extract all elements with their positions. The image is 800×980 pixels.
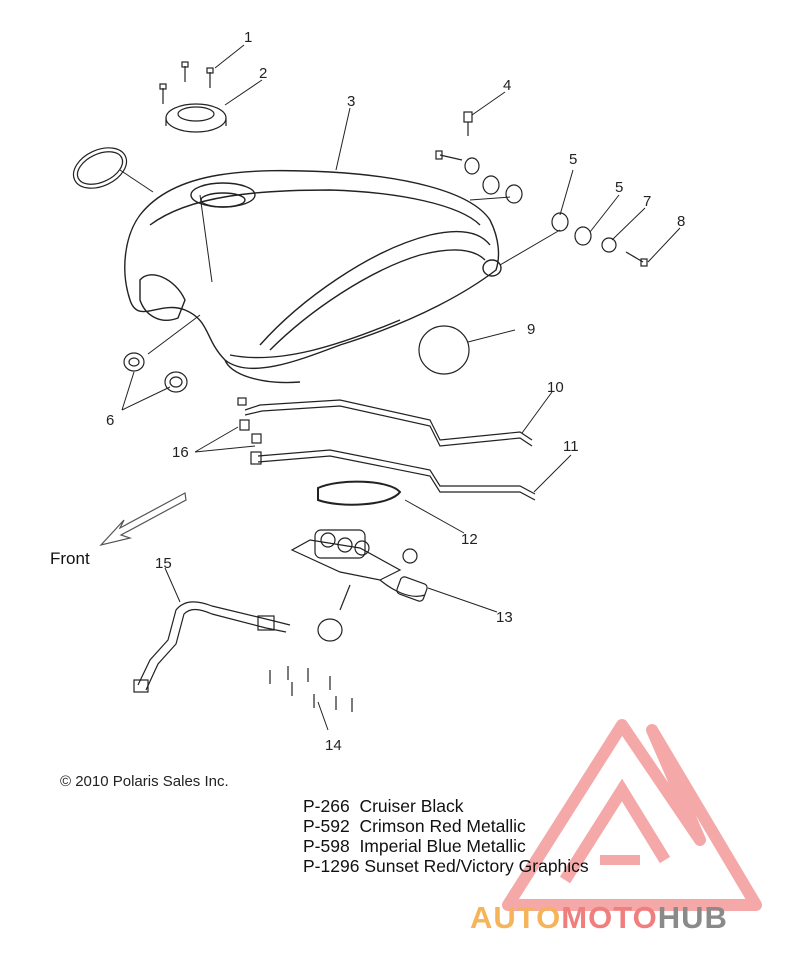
copyright-text: © 2010 Polaris Sales Inc. bbox=[60, 773, 229, 790]
callout-14: 14 bbox=[325, 737, 342, 754]
watermark-brand-text: AUTOMOTOHUB bbox=[470, 900, 728, 936]
color-code-list: P-266 Cruiser Black P-592 Crimson Red Me… bbox=[303, 796, 589, 876]
part-fuel-cap bbox=[165, 103, 227, 133]
color-code-item: P-266 Cruiser Black bbox=[303, 796, 589, 816]
part-small-screws bbox=[269, 666, 353, 712]
brand-part-moto: MOTO bbox=[561, 900, 658, 935]
color-code-item: P-1296 Sunset Red/Victory Graphics bbox=[303, 856, 589, 876]
front-arrow-icon bbox=[99, 492, 187, 547]
part-gasket-right bbox=[418, 325, 470, 375]
color-name: Imperial Blue Metallic bbox=[359, 836, 526, 856]
callout-5a: 5 bbox=[569, 151, 577, 168]
part-fuel-hose bbox=[133, 601, 291, 693]
callout-9: 9 bbox=[527, 321, 535, 338]
callout-6: 6 bbox=[106, 412, 114, 429]
color-code-item: P-592 Crimson Red Metallic bbox=[303, 816, 589, 836]
callout-5b: 5 bbox=[615, 179, 623, 196]
callout-7: 7 bbox=[643, 193, 651, 210]
callout-2: 2 bbox=[259, 65, 267, 82]
callout-8: 8 bbox=[677, 213, 685, 230]
color-code-item: P-598 Imperial Blue Metallic bbox=[303, 836, 589, 856]
callout-4: 4 bbox=[503, 77, 511, 94]
callout-1: 1 bbox=[244, 29, 252, 46]
color-code: P-598 bbox=[303, 836, 350, 856]
part-pump-gasket bbox=[317, 480, 402, 506]
part-screw-bushings bbox=[435, 111, 523, 204]
leader-lines bbox=[119, 44, 681, 731]
part-gasket-left bbox=[72, 147, 128, 189]
callout-12: 12 bbox=[461, 531, 478, 548]
color-name: Crimson Red Metallic bbox=[359, 816, 526, 836]
brand-part-auto: AUTO bbox=[470, 900, 562, 935]
part-rubber-mounts bbox=[123, 352, 188, 393]
front-label: Front bbox=[50, 549, 90, 568]
part-fuel-pump bbox=[290, 529, 428, 642]
callout-13: 13 bbox=[496, 609, 513, 626]
callout-3: 3 bbox=[347, 93, 355, 110]
brand-part-hub: HUB bbox=[657, 900, 728, 935]
part-fuel-lines bbox=[237, 397, 536, 501]
callout-15: 15 bbox=[155, 555, 172, 572]
watermark-logo-icon bbox=[502, 719, 762, 911]
color-name: Cruiser Black bbox=[359, 796, 464, 816]
part-fuel-tank bbox=[124, 169, 502, 384]
color-code: P-266 bbox=[303, 796, 350, 816]
part-grommets-bolt-right bbox=[551, 212, 648, 267]
callout-16: 16 bbox=[172, 444, 189, 461]
color-code: P-1296 bbox=[303, 856, 360, 876]
color-code: P-592 bbox=[303, 816, 350, 836]
callout-numbers: 1 2 3 4 5 5 6 7 8 9 10 11 12 13 14 15 16 bbox=[106, 29, 685, 754]
color-name: Sunset Red/Victory Graphics bbox=[364, 856, 589, 876]
callout-11: 11 bbox=[563, 438, 579, 455]
callout-10: 10 bbox=[547, 379, 564, 396]
part-bolts-top bbox=[159, 61, 214, 104]
